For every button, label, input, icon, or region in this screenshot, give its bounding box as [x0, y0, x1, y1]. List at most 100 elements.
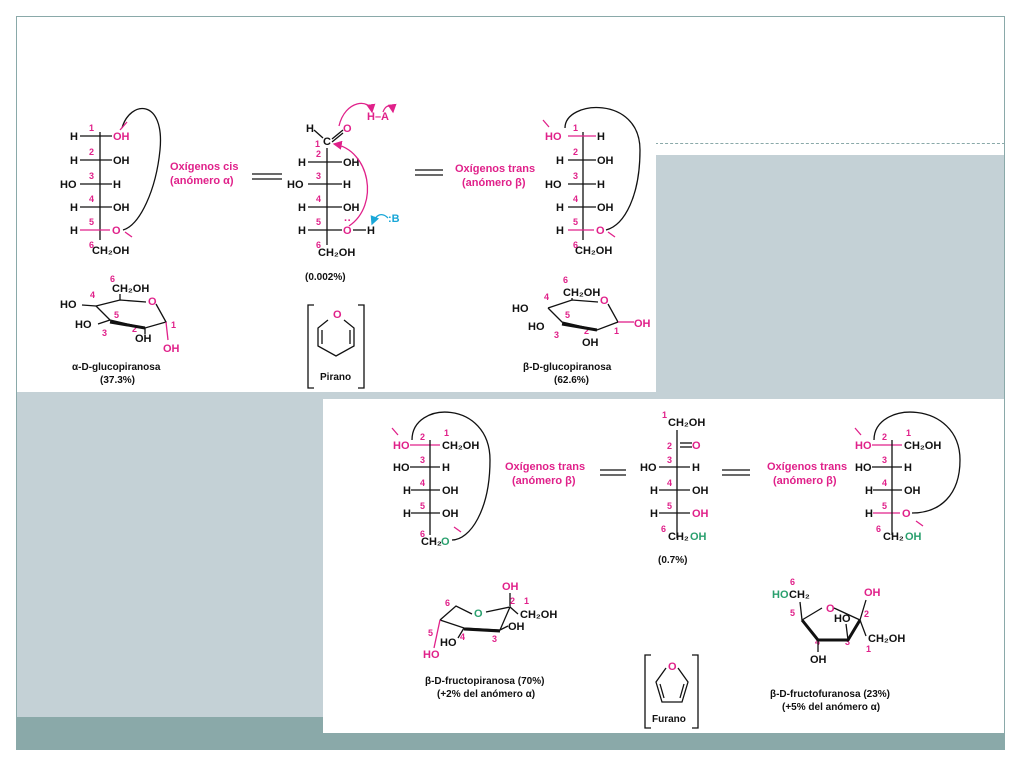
svg-text:OH: OH [113, 155, 130, 167]
svg-text:(62.6%): (62.6%) [554, 375, 589, 386]
svg-text:OH: OH [135, 333, 152, 345]
beta-fructopyranose-fischer: HO HO H H CH₂OH H OH OH CH₂ O 1 2 3 4 5 … [391, 411, 491, 548]
svg-text:CH₂OH: CH₂OH [112, 283, 149, 295]
svg-text:H: H [298, 202, 306, 214]
svg-text:2: 2 [132, 324, 137, 334]
svg-text:2: 2 [573, 147, 578, 157]
svg-text:HO: HO [640, 462, 657, 474]
svg-text:(0.7%): (0.7%) [658, 555, 687, 566]
svg-text:5: 5 [89, 217, 94, 227]
svg-text:5: 5 [114, 310, 119, 320]
svg-text:1: 1 [662, 410, 667, 420]
svg-text:O: O [343, 123, 352, 135]
svg-text:H: H [556, 202, 564, 214]
svg-text:2: 2 [882, 432, 887, 442]
svg-text:H: H [650, 485, 658, 497]
svg-text:··: ·· [344, 215, 351, 227]
svg-text:1: 1 [89, 123, 94, 133]
svg-text:CH₂: CH₂ [789, 589, 810, 601]
svg-text:5: 5 [667, 501, 672, 511]
svg-text:5: 5 [565, 310, 570, 320]
svg-text:O: O [668, 661, 677, 673]
svg-text:OH: OH [113, 202, 130, 214]
svg-text:Oxígenos trans: Oxígenos trans [505, 461, 585, 473]
svg-text:H: H [298, 225, 306, 237]
svg-text:H: H [403, 485, 411, 497]
svg-text:O: O [600, 295, 609, 307]
svg-text:OH: OH [692, 508, 709, 520]
furan-structure: O Furano [644, 654, 699, 729]
svg-text:HO: HO [772, 589, 789, 601]
svg-text:Oxígenos cis: Oxígenos cis [170, 161, 238, 173]
svg-text:OH: OH [904, 485, 921, 497]
svg-text:Oxígenos trans: Oxígenos trans [767, 461, 847, 473]
svg-text:HO: HO [423, 649, 440, 661]
svg-text:2: 2 [864, 609, 869, 619]
svg-text:CH₂OH: CH₂OH [442, 440, 479, 452]
svg-text:6: 6 [876, 524, 881, 534]
svg-text:β-D-fructofuranosa (23%): β-D-fructofuranosa (23%) [770, 689, 890, 700]
svg-text:1: 1 [906, 428, 911, 438]
svg-text:6: 6 [445, 598, 450, 608]
beta-fructopyranose-chair: OH 2 1 CH₂OH O 6 5 4 3 OH HO HO β-D-fruc… [423, 581, 557, 700]
svg-text:1: 1 [171, 320, 176, 330]
alpha-glucopyranose-chair: CH₂OH 6 4 HO HO O 5 3 2 OH 1 OH α-D-gluc… [60, 274, 180, 386]
svg-text:β-D-fructopiranosa (70%): β-D-fructopiranosa (70%) [425, 676, 544, 687]
svg-text:H: H [865, 485, 873, 497]
svg-text:OH: OH [597, 155, 614, 167]
svg-text:H: H [306, 123, 314, 135]
svg-text:4: 4 [667, 478, 672, 488]
svg-text:O: O [902, 508, 911, 520]
svg-text:1: 1 [866, 644, 871, 654]
svg-text:3: 3 [554, 330, 559, 340]
svg-text:5: 5 [882, 501, 887, 511]
svg-text:HO: HO [855, 440, 872, 452]
svg-text:3: 3 [89, 171, 94, 181]
svg-text:(anómero β): (anómero β) [512, 475, 576, 487]
svg-text:4: 4 [573, 194, 578, 204]
svg-text:2: 2 [316, 149, 321, 159]
glucose-open-chain: H C O 1 H HO H H OH H OH O ·· H CH₂OH 2 … [287, 102, 400, 283]
svg-text:O: O [148, 296, 157, 308]
svg-text:1: 1 [444, 428, 449, 438]
svg-text:H: H [597, 131, 605, 143]
svg-text:HO: HO [393, 440, 410, 452]
svg-text:CH₂OH: CH₂OH [520, 609, 557, 621]
svg-text:5: 5 [790, 608, 795, 618]
svg-text:2: 2 [89, 147, 94, 157]
svg-text:O: O [826, 603, 835, 615]
svg-text:HO: HO [545, 131, 562, 143]
svg-text:CH₂: CH₂ [668, 531, 689, 543]
svg-text:4: 4 [544, 292, 549, 302]
svg-text:1: 1 [315, 139, 320, 149]
svg-text:Furano: Furano [652, 714, 686, 725]
svg-text:6: 6 [790, 577, 795, 587]
svg-text:HO: HO [512, 303, 529, 315]
svg-text:H: H [556, 225, 564, 237]
svg-text:H: H [650, 508, 658, 520]
svg-text:3: 3 [420, 455, 425, 465]
svg-text:H: H [904, 462, 912, 474]
svg-text:H: H [113, 179, 121, 191]
svg-text:4: 4 [882, 478, 887, 488]
svg-text:CH₂OH: CH₂OH [318, 247, 355, 259]
svg-text:H: H [403, 508, 411, 520]
svg-text:O: O [343, 225, 352, 237]
svg-text:2: 2 [584, 326, 589, 336]
svg-text:OH: OH [810, 654, 827, 666]
svg-text:α-D-glucopiranosa: α-D-glucopiranosa [72, 362, 161, 373]
svg-text:H: H [70, 155, 78, 167]
svg-text:O: O [112, 225, 121, 237]
svg-text:OH: OH [508, 621, 525, 633]
svg-text:3: 3 [492, 634, 497, 644]
svg-text:H: H [70, 131, 78, 143]
beta-fructofuranose-fischer: HO HO H H CH₂OH H OH O CH₂ OH 1 2 3 4 5 … [854, 411, 961, 543]
svg-text:(37.3%): (37.3%) [100, 375, 135, 386]
svg-text:2: 2 [510, 596, 515, 606]
svg-text:HO: HO [393, 462, 410, 474]
svg-text:Pirano: Pirano [320, 372, 351, 383]
svg-text:H: H [442, 462, 450, 474]
svg-text:C: C [323, 136, 331, 148]
svg-text:OH: OH [864, 587, 881, 599]
svg-text:4: 4 [90, 290, 95, 300]
